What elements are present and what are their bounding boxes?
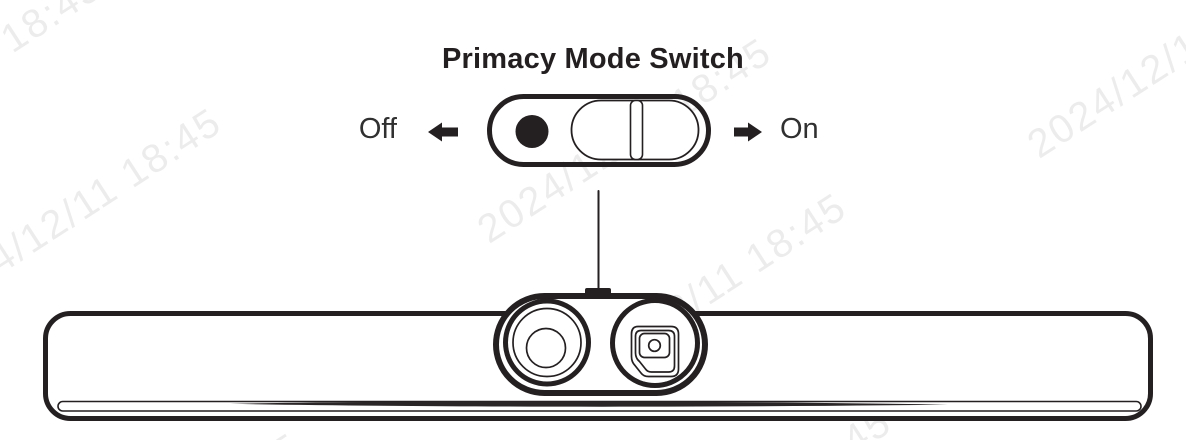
left-arrow-icon xyxy=(428,122,458,142)
notch-marker-icon xyxy=(585,288,611,295)
primacy-mode-switch xyxy=(487,94,711,167)
right-arrow-icon xyxy=(734,122,762,142)
switch-off-label: Off xyxy=(358,113,397,145)
lens-inner-ring xyxy=(525,327,567,369)
camera-lens-plate xyxy=(638,332,671,359)
lens-middle-ring xyxy=(512,307,582,378)
camera-lens-dot xyxy=(647,338,662,353)
switch-on-label: On xyxy=(780,113,819,145)
switch-outline xyxy=(487,94,711,167)
page-title: Primacy Mode Switch xyxy=(442,43,744,75)
filled-dot-icon xyxy=(515,115,549,148)
camera-lens-icon xyxy=(610,298,700,388)
slider-grip xyxy=(629,99,644,161)
video-bar xyxy=(43,288,1153,421)
lens-outer-ring xyxy=(503,298,591,387)
camera-body-inner xyxy=(634,329,676,373)
camera-pod-outline xyxy=(493,293,708,396)
camera-body-outer xyxy=(630,325,680,378)
camera-ring xyxy=(610,298,700,388)
speaker-lens-icon xyxy=(503,298,591,387)
bar-slot-shading xyxy=(230,401,948,407)
